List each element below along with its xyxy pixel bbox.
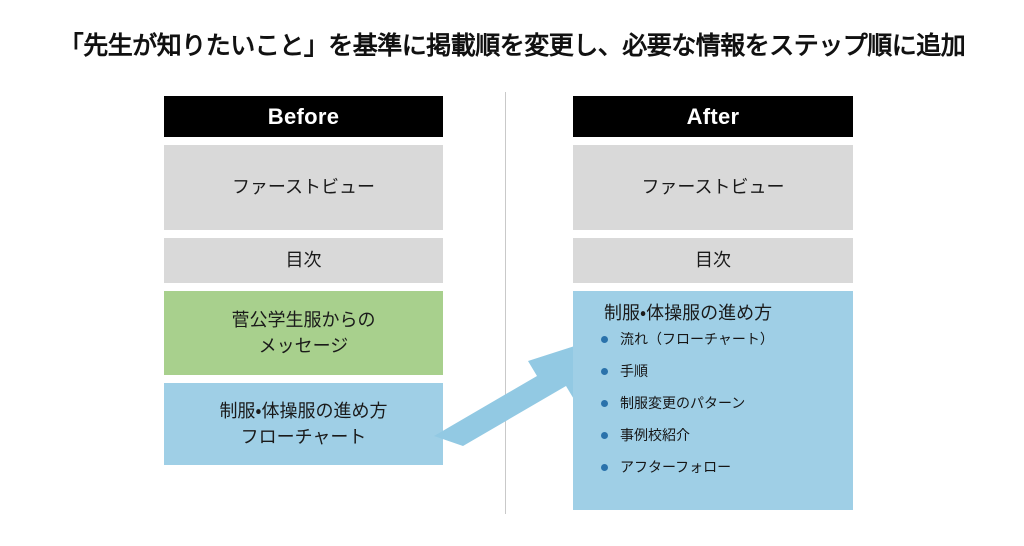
arrow-up-right-icon [434,343,584,446]
after-column: After ファーストビュー 目次 制服・体操服の進め方 流れ（フローチャート）… [573,96,853,510]
before-panel-toc-label: 目次 [285,250,322,271]
after-step-label: 流れ（フローチャート） [620,331,774,348]
after-step-label: 手順 [620,363,648,380]
bullet-dot-icon [601,336,608,344]
list-item: 流れ（フローチャート） [601,330,774,349]
list-item: 制服変更のパターン [601,394,774,413]
column-divider [505,92,506,514]
bullet-dot-icon [601,432,608,440]
before-panel-firstview-label: ファーストビュー [231,177,376,198]
after-panel-firstview-label: ファーストビュー [641,177,785,198]
after-panel-toc-label: 目次 [695,250,731,271]
after-step-label: 制服変更のパターン [620,395,746,412]
after-panel-steps: 制服・体操服の進め方 流れ（フローチャート） 手順 制服変更のパターン 事例校紹… [573,291,853,510]
before-panel-message-line1: 菅公学生服からの [231,309,376,330]
before-panel-message-line2: メッセージ [258,336,349,356]
bullet-dot-icon [601,368,608,376]
before-panel-firstview: ファーストビュー [164,145,443,230]
before-column: Before ファーストビュー 目次 菅公学生服からの メッセージ 制服・体操服… [164,96,443,465]
after-column-header: After [573,96,853,137]
list-item: 手順 [601,362,774,381]
before-panel-flowchart: 制服・体操服の進め方 フローチャート [164,383,443,465]
after-step-label: 事例校紹介 [620,427,690,444]
after-steps-list: 流れ（フローチャート） 手順 制服変更のパターン 事例校紹介 アフターフォロー [601,330,774,476]
bullet-dot-icon [601,463,608,471]
after-step-label: アフターフォロー [620,458,732,475]
transition-arrow [432,330,592,450]
before-panel-flowchart-line2: フローチャート [240,427,367,447]
before-column-header: Before [164,96,443,137]
after-steps-title: 制服・体操服の進め方 [604,303,773,323]
before-panel-message: 菅公学生服からの メッセージ [164,291,443,375]
before-panel-toc: 目次 [164,238,443,283]
after-panel-firstview: ファーストビュー [573,145,853,230]
page-title: 「先生が知りたいこと」を基準に掲載順を変更し、必要な情報をステップ順に追加 [58,32,966,60]
bullet-dot-icon [601,400,608,408]
list-item: 事例校紹介 [601,426,774,445]
list-item: アフターフォロー [601,458,774,477]
after-panel-toc: 目次 [573,238,853,283]
before-panel-flowchart-line1: 制服・体操服の進め方 [219,400,388,421]
